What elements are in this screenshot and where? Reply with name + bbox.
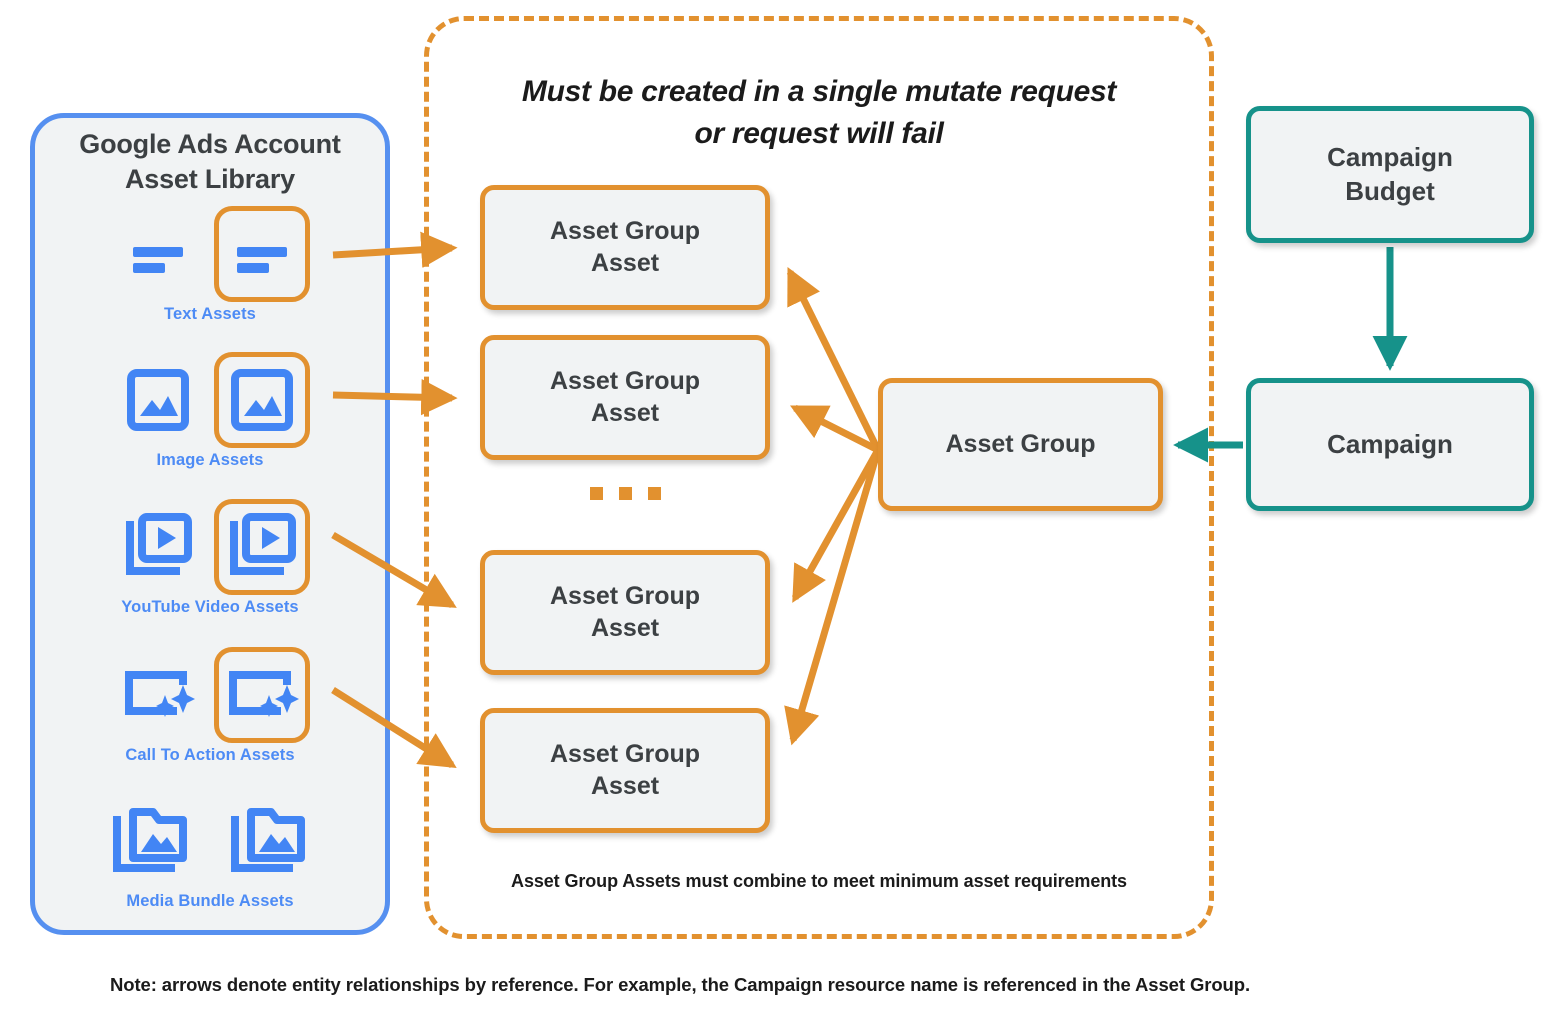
aga-label-line1: Asset Group [549,581,701,610]
asset-library-title-line1: Google Ads Account [79,129,341,159]
campaign-budget-label-line2: Budget [1345,175,1435,206]
asset-caption-video: YouTube Video Assets [121,598,299,616]
asset-row-media-bundle: Media Bundle Assets [35,791,385,923]
video-asset-icon-plain [110,499,206,595]
text-lines-icon [237,247,287,273]
video-stack-icon [126,513,192,575]
image-icon [127,369,189,431]
asset-caption-image: Image Assets [156,451,264,469]
aga-label-line1: Asset Group [549,366,701,395]
asset-caption-media-bundle: Media Bundle Assets [126,892,294,910]
media-bundle-icon-1 [103,793,199,889]
asset-group-asset-node[interactable]: Asset Group Asset [480,185,770,310]
aga-label-line1: Asset Group [549,739,701,768]
image-icon [231,369,293,431]
asset-library-panel: Google Ads Account Asset Library [30,113,390,935]
call-to-action-icon [125,671,195,717]
campaign-budget-node[interactable]: Campaign Budget [1246,106,1534,243]
ellipsis-dot [589,487,603,500]
aga-label-line2: Asset [590,248,660,277]
aga-label-line1: Asset Group [549,216,701,245]
asset-library-title: Google Ads Account Asset Library [35,127,385,197]
asset-group-label: Asset Group [945,429,1096,458]
footer-note: Note: arrows denote entity relationships… [109,974,1250,995]
asset-group-node[interactable]: Asset Group [878,378,1163,511]
text-lines-icon [133,247,183,273]
call-to-action-icon [229,671,299,717]
asset-row-image: Image Assets [35,350,385,482]
video-asset-icon-highlighted[interactable] [214,499,310,595]
asset-group-asset-node[interactable]: Asset Group Asset [480,550,770,675]
mutate-title-line2: or request will fail [694,117,944,150]
ellipsis-dot [647,487,661,500]
campaign-budget-label-line1: Campaign [1327,142,1453,173]
aga-label-line2: Asset [590,398,660,427]
asset-group-asset-ellipsis [480,487,770,500]
media-bundle-icon [113,808,187,872]
asset-row-text: Text Assets [35,204,385,336]
image-asset-icon-plain [110,352,206,448]
asset-library-title-line2: Asset Library [125,164,295,195]
asset-row-cta: Call To Action Assets [35,645,385,777]
cta-asset-icon-highlighted[interactable] [214,647,310,743]
mutate-region-footnote: Asset Group Assets must combine to meet … [511,871,1127,891]
asset-caption-cta: Call To Action Assets [125,746,295,764]
campaign-node[interactable]: Campaign [1246,378,1534,511]
mutate-region-title: Must be created in a single mutate reque… [429,71,1209,155]
image-asset-icon-highlighted[interactable] [214,352,310,448]
asset-caption-text: Text Assets [164,305,256,323]
video-stack-icon [230,513,296,575]
ellipsis-dot [618,487,632,500]
text-asset-icon-highlighted[interactable] [214,206,310,302]
asset-group-asset-node[interactable]: Asset Group Asset [480,335,770,460]
asset-group-asset-node[interactable]: Asset Group Asset [480,708,770,833]
text-asset-icon-plain [110,206,206,302]
aga-label-line2: Asset [590,613,660,642]
mutate-title-line1: Must be created in a single mutate reque… [521,75,1117,108]
media-bundle-icon [231,808,305,872]
media-bundle-icon-2 [221,793,317,889]
asset-row-video: YouTube Video Assets [35,497,385,629]
aga-label-line2: Asset [590,771,660,800]
cta-asset-icon-plain [110,647,206,743]
campaign-label: Campaign [1327,428,1453,459]
